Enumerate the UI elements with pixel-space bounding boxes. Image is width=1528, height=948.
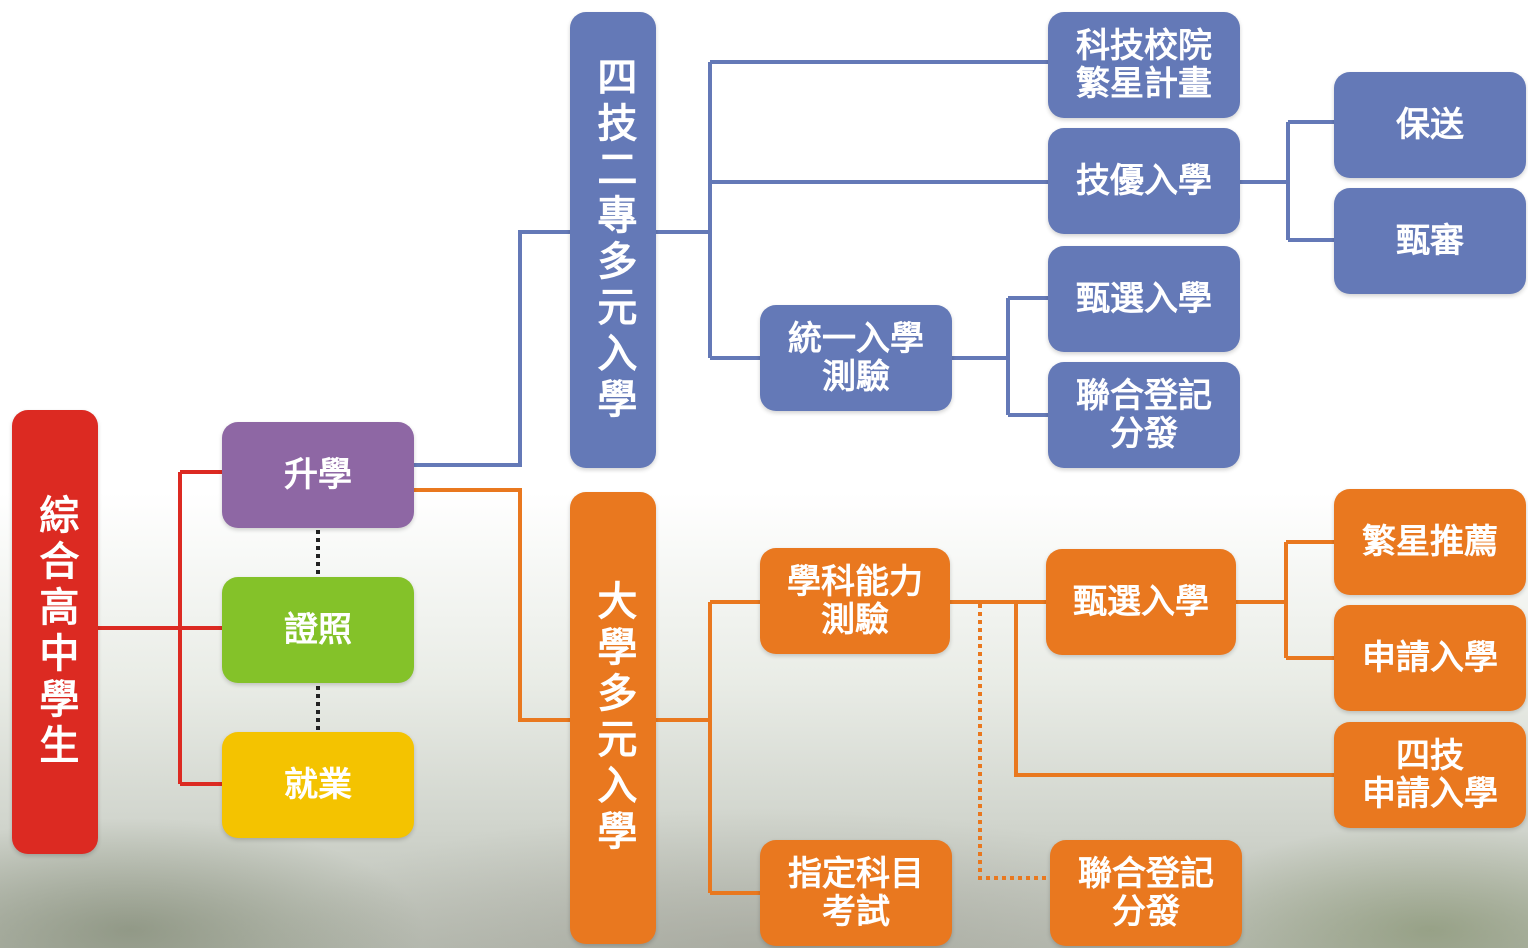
root-label: 綜合高中學生 — [32, 494, 79, 770]
tech-joint-distribution-label: 聯合登記 分發 — [1076, 375, 1212, 454]
tech-star-plan-label: 科技校院 繁星計畫 — [1076, 25, 1212, 104]
root-connectors — [98, 470, 222, 786]
employment-label: 就業 — [284, 764, 352, 805]
tech-selection-label: 甄選入學 — [1076, 278, 1212, 319]
tech-screening-label: 甄審 — [1396, 220, 1464, 261]
tech-screening-node: 甄審 — [1334, 188, 1526, 294]
univ-personal-app-label: 申請入學 — [1362, 637, 1498, 678]
tech-admission-node: 四技二專多元入學 — [570, 12, 656, 468]
univ-selection-node: 甄選入學 — [1046, 549, 1236, 655]
univ-gsat-label: 學科能力 測驗 — [787, 561, 923, 640]
tech-talent-label: 技優入學 — [1076, 160, 1212, 201]
tech-guaranteed-node: 保送 — [1334, 72, 1526, 178]
univ-star-recommend-label: 繁星推薦 — [1362, 521, 1498, 562]
univ-joint-distribution-node: 聯合登記 分發 — [1050, 840, 1242, 946]
study-label: 升學 — [284, 454, 352, 495]
tech-connectors — [414, 60, 1334, 467]
root-node: 綜合高中學生 — [12, 410, 98, 854]
tech-star-plan-node: 科技校院 繁星計畫 — [1048, 12, 1240, 118]
tech-joint-distribution-node: 聯合登記 分發 — [1048, 362, 1240, 468]
univ-ast-label: 指定科目 考試 — [788, 853, 924, 932]
univ-star-recommend-node: 繁星推薦 — [1334, 489, 1526, 595]
tech-unified-exam-label: 統一入學 測驗 — [788, 318, 924, 397]
univ-admission-node: 大學多元入學 — [570, 492, 656, 944]
tech-admission-label: 四技二專多元入學 — [590, 56, 637, 424]
univ-admission-label: 大學多元入學 — [590, 580, 637, 856]
tech-guaranteed-label: 保送 — [1396, 104, 1464, 145]
tech-selection-node: 甄選入學 — [1048, 246, 1240, 352]
univ-personal-app-node: 申請入學 — [1334, 605, 1526, 711]
certificate-node: 證照 — [222, 577, 414, 683]
study-node: 升學 — [222, 422, 414, 528]
univ-tech-app-node: 四技 申請入學 — [1334, 722, 1526, 828]
univ-gsat-node: 學科能力 測驗 — [760, 548, 950, 654]
univ-joint-distribution-label: 聯合登記 分發 — [1078, 853, 1214, 932]
univ-selection-label: 甄選入學 — [1073, 581, 1209, 622]
univ-tech-app-label: 四技 申請入學 — [1362, 735, 1498, 814]
employment-node: 就業 — [222, 732, 414, 838]
univ-connectors — [414, 488, 1334, 895]
tech-unified-exam-node: 統一入學 測驗 — [760, 305, 952, 411]
tech-talent-node: 技優入學 — [1048, 128, 1240, 234]
univ-dotted-link — [978, 604, 1050, 880]
certificate-label: 證照 — [284, 609, 352, 650]
univ-ast-node: 指定科目 考試 — [760, 840, 952, 946]
